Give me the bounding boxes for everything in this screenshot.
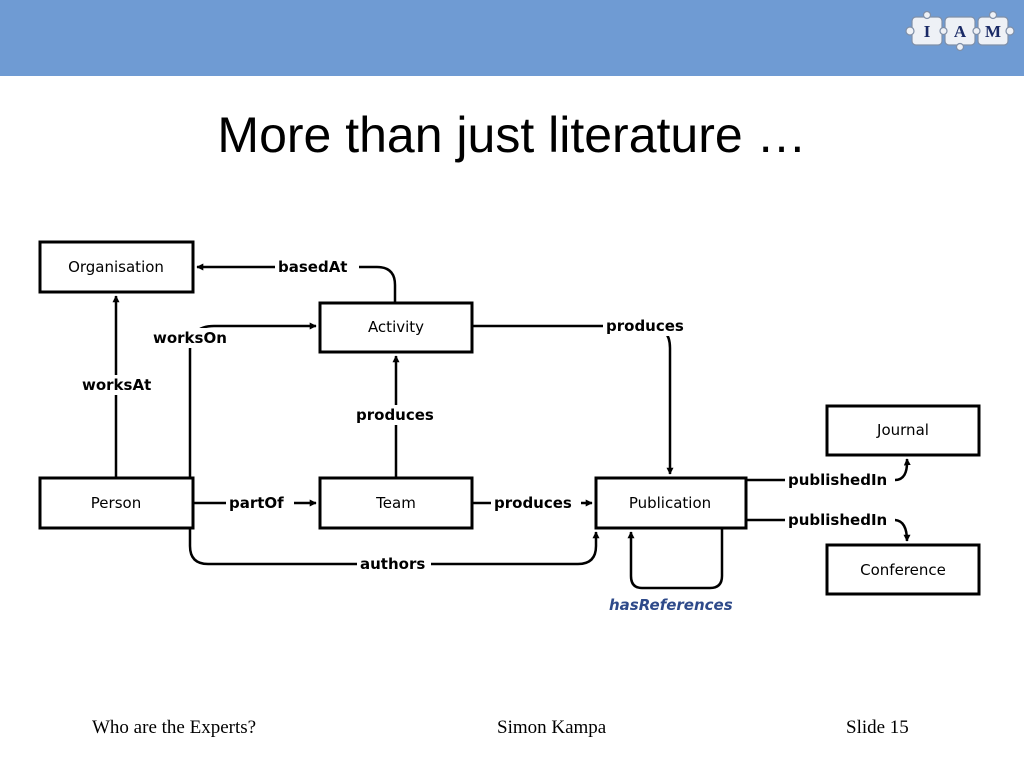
label-worksat: worksAt (82, 376, 151, 394)
slide-title: More than just literature … (217, 107, 807, 163)
label-publishedin-conference: publishedIn (788, 511, 887, 529)
logo-letter-a: A (954, 22, 967, 41)
logo-letter-m: M (985, 22, 1001, 41)
edge-publishedin-conference (746, 518, 911, 542)
label-publishedin-journal: publishedIn (788, 471, 887, 489)
label-publication: Publication (629, 494, 711, 512)
label-journal: Journal (876, 421, 929, 439)
header-bar (0, 0, 1024, 76)
label-authors: authors (360, 555, 425, 573)
logo-letter-i: I (924, 22, 931, 41)
label-produces-team-activity: produces (356, 406, 434, 424)
label-activity: Activity (368, 318, 424, 336)
label-partof: partOf (229, 494, 284, 512)
edge-basedat (196, 263, 397, 303)
footer-author: Simon Kampa (497, 717, 607, 738)
label-basedat: basedAt (278, 258, 347, 276)
label-team: Team (375, 494, 416, 512)
edge-publishedin-journal (746, 458, 911, 482)
node-journal (825, 404, 981, 457)
edge-workson (188, 322, 317, 478)
node-conference (825, 543, 981, 596)
label-hasreferences: hasReferences (609, 596, 733, 614)
label-produces-team-publication: produces (494, 494, 572, 512)
label-workson: worksOn (153, 329, 227, 347)
footer-presentation-title: Who are the Experts? (92, 717, 257, 738)
label-produces-activity-publication: produces (606, 317, 684, 335)
node-activity (318, 301, 474, 354)
node-publication (594, 476, 748, 530)
edge-hasreferences (627, 528, 724, 590)
node-organisation (38, 240, 195, 294)
edge-produces-activity-publication (472, 324, 674, 475)
label-person: Person (91, 494, 141, 512)
label-organisation: Organisation (68, 258, 164, 276)
footer-slide-number: Slide 15 (846, 717, 909, 738)
iam-logo: I A M (905, 10, 1015, 52)
label-conference: Conference (860, 561, 946, 579)
